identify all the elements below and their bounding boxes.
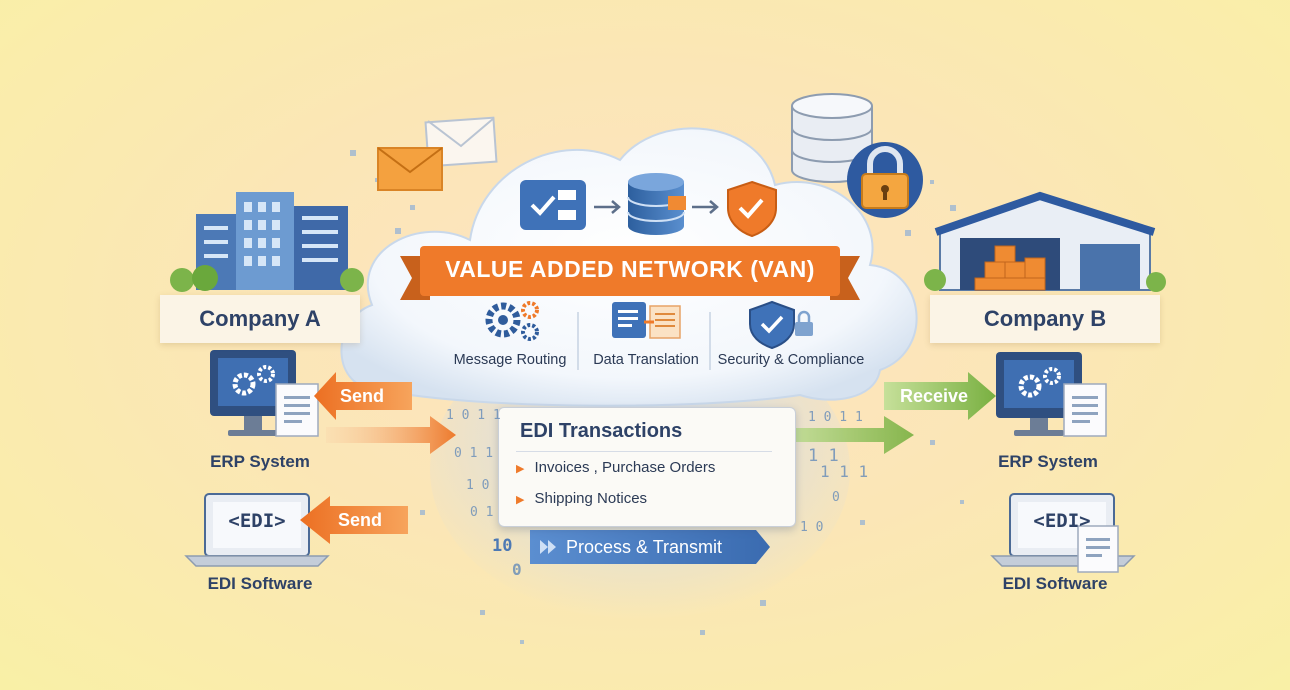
edi-transactions-title: EDI Transactions: [520, 420, 683, 442]
feature-message-routing: Message Routing: [453, 352, 567, 368]
process-transmit-bar: [530, 530, 770, 564]
shield-lock-icon: [749, 300, 813, 350]
binary-digits: 0 1: [470, 505, 494, 520]
database-flow-icon: [627, 173, 686, 235]
right-erp-label: ERP System: [998, 452, 1098, 471]
binary-digits: 1 1 1: [820, 462, 869, 481]
binary-digits: 0 1 1: [454, 446, 494, 461]
send-label-top: Send: [340, 386, 385, 406]
binary-digits: 1 0 1 1: [446, 408, 501, 423]
right-edi-label: EDI Software: [1002, 574, 1108, 593]
van-banner: [400, 246, 860, 300]
feature-data-translation: Data Translation: [593, 352, 699, 368]
flow-arrow-1: [594, 200, 621, 214]
gears-icon: [485, 301, 539, 341]
edi-transactions-panel: [498, 407, 796, 527]
company-a-building-icon: [170, 192, 364, 292]
process-prefix: 10: [492, 536, 513, 556]
right-erp-monitor-icon: [996, 352, 1107, 437]
right-edi-laptop-icon: [990, 493, 1136, 573]
receive-label: Receive: [900, 386, 969, 406]
company-b-warehouse-icon: [924, 191, 1166, 292]
company-a-label: Company A: [160, 295, 360, 343]
flow-arrow-2: [692, 200, 719, 214]
left-edi-label: EDI Software: [207, 574, 313, 593]
play-icon: [540, 540, 556, 554]
receive-arrow: [884, 372, 996, 420]
van-title: VALUE ADDED NETWORK (VAN): [445, 256, 815, 282]
send-flow-arrow: [326, 416, 456, 454]
transaction-item: ▶Invoices , Purchase Orders: [516, 459, 716, 476]
shield-check-icon: [727, 180, 777, 238]
send-arrow-top: [314, 372, 412, 420]
orange-envelope-icon: [377, 147, 443, 191]
company-b-label: Company B: [930, 295, 1160, 343]
binary-digits: 1 0 1 1: [808, 410, 863, 425]
document-translate-icon: [612, 302, 681, 339]
right-edi-screen-text: <EDI>: [1033, 510, 1091, 532]
envelope-icon: [424, 116, 498, 168]
binary-digits: 1 0: [466, 478, 490, 493]
padlock-icon: [847, 142, 923, 218]
receive-flow-arrow: [780, 416, 914, 454]
feature-security-compliance: Security & Compliance: [717, 352, 865, 368]
binary-digits: 1 0: [800, 520, 824, 535]
binary-digits: 0: [832, 490, 840, 505]
process-transmit-label: Process & Transmit: [566, 537, 723, 557]
send-arrow-bottom: [300, 496, 408, 544]
left-edi-laptop-icon: [184, 493, 330, 567]
left-erp-monitor-icon: [210, 350, 319, 437]
transactions-divider: [516, 451, 772, 452]
left-erp-label: ERP System: [210, 452, 310, 471]
transaction-item: ▶Shipping Notices: [516, 490, 648, 507]
binary-digits: 1 1: [808, 446, 839, 466]
binary-digits: 0: [512, 560, 522, 579]
left-edi-screen-text: <EDI>: [228, 510, 286, 532]
routing-flow-icon: [520, 180, 586, 230]
send-label-bottom: Send: [338, 510, 383, 530]
